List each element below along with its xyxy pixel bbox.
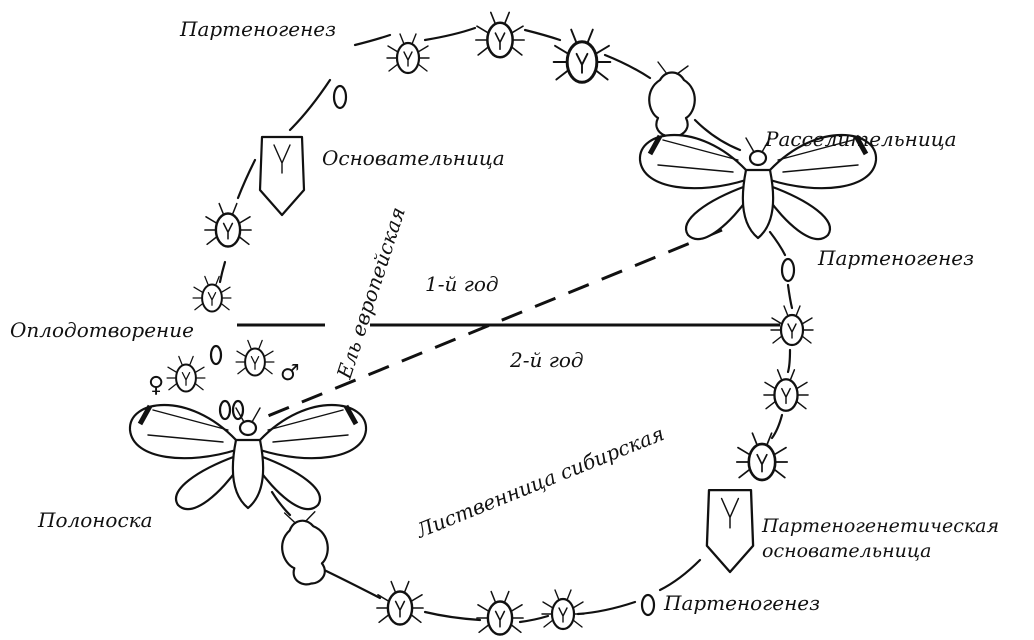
label-founder: Основательница xyxy=(322,146,505,170)
founder-aphid-icon xyxy=(260,137,304,215)
egg-icon xyxy=(220,401,230,419)
sexupara-winged-aphid-icon xyxy=(130,405,366,509)
female-aphid-icon xyxy=(167,356,205,391)
label-parthenogenesis-top: Партеногенез xyxy=(179,17,336,41)
nymph-icon xyxy=(554,30,611,83)
parthenogenetic-founder-icon xyxy=(707,490,753,572)
nymph-icon xyxy=(737,433,787,480)
nymph-icon xyxy=(476,12,524,57)
nymph-icon xyxy=(477,592,523,635)
pre-winged-aphid-icon xyxy=(649,62,695,136)
egg-icon xyxy=(334,86,346,108)
nymph-icon xyxy=(377,582,423,625)
nymph-icon xyxy=(542,590,584,629)
egg-icon xyxy=(642,595,654,615)
label-settler: Расселительница xyxy=(764,127,957,151)
label-larch: Лиственница сибирская xyxy=(412,421,668,543)
label-parth-founder-line1: Партеногенетическая xyxy=(761,515,999,537)
nymph-icon xyxy=(205,204,251,247)
nymph-icon xyxy=(387,34,429,73)
female-symbol: ♀ xyxy=(148,373,164,398)
label-sexupara: Полоноска xyxy=(37,508,153,532)
label-parthenogenesis-right: Партеногенез xyxy=(817,246,974,270)
label-fertilization: Оплодотворение xyxy=(10,318,194,342)
male-symbol: ♂ xyxy=(280,361,300,386)
nymph-icon xyxy=(764,370,808,411)
nymph-icon xyxy=(193,276,231,311)
male-aphid-icon xyxy=(236,340,274,375)
pre-winged-aphid-icon xyxy=(276,507,334,588)
label-spruce: Ель европейская xyxy=(332,204,410,382)
label-year-2: 2-й год xyxy=(509,348,584,372)
label-year-1: 1-й год xyxy=(425,272,499,296)
label-parth-founder-line2: основательница xyxy=(762,540,931,562)
egg-icon xyxy=(782,259,794,281)
label-parthenogenesis-bottom: Партеногенез xyxy=(663,591,820,615)
egg-icon xyxy=(211,346,221,364)
